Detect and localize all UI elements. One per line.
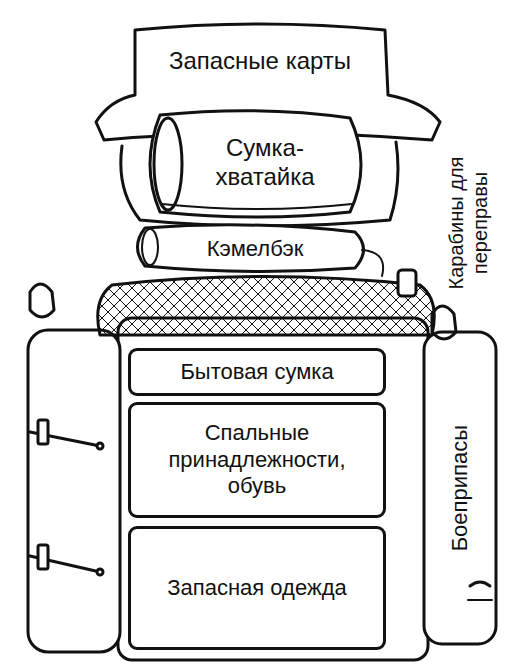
- roll-strap: [162, 204, 352, 209]
- camelbak-cap: [142, 229, 158, 265]
- backpack-opening: [98, 277, 435, 336]
- vertical-label: Боеприпасы: [447, 425, 473, 551]
- carabiner: [30, 284, 54, 317]
- compartment-label: Спальные принадлежности, обувь: [152, 420, 362, 499]
- right-pocket: [424, 332, 496, 644]
- item-area: Кэмелбэк: [170, 228, 340, 270]
- vertical-label: Карабины для переправы: [444, 153, 492, 293]
- clip-line: [468, 599, 492, 601]
- drawstring-tab: [398, 270, 416, 296]
- strap-end: [97, 443, 103, 449]
- grab-bag-roll: [150, 111, 361, 217]
- backpack-body: [118, 318, 428, 660]
- buckle: [38, 545, 48, 569]
- camelbak-tube: [138, 225, 364, 272]
- compartment-label: Сумка- хватайка: [196, 134, 334, 192]
- strap-end: [97, 569, 103, 575]
- compartment-box: Спальные принадлежности, обувь: [128, 402, 386, 518]
- camelbak-hose: [362, 250, 383, 276]
- compartment-label: Бытовая сумка: [180, 359, 333, 385]
- roll-curl: [154, 118, 182, 210]
- compartment-label: Кэмелбэк: [207, 236, 304, 262]
- carabiner: [432, 306, 456, 339]
- item-area: Сумка- хватайка: [190, 120, 340, 206]
- item-area: Запасные карты: [140, 32, 380, 90]
- left-pocket: [28, 330, 120, 652]
- compartment-box: Запасная одежда: [128, 526, 386, 650]
- compartment-label: Запасная одежда: [167, 575, 346, 601]
- item-area: Боеприпасы: [428, 342, 492, 634]
- buckle: [38, 420, 48, 444]
- compartment-box: Бытовая сумка: [128, 348, 386, 396]
- clip: [470, 582, 490, 586]
- carabiner-label: Карабины для переправы: [436, 138, 500, 308]
- compartment-label: Запасные карты: [169, 47, 351, 76]
